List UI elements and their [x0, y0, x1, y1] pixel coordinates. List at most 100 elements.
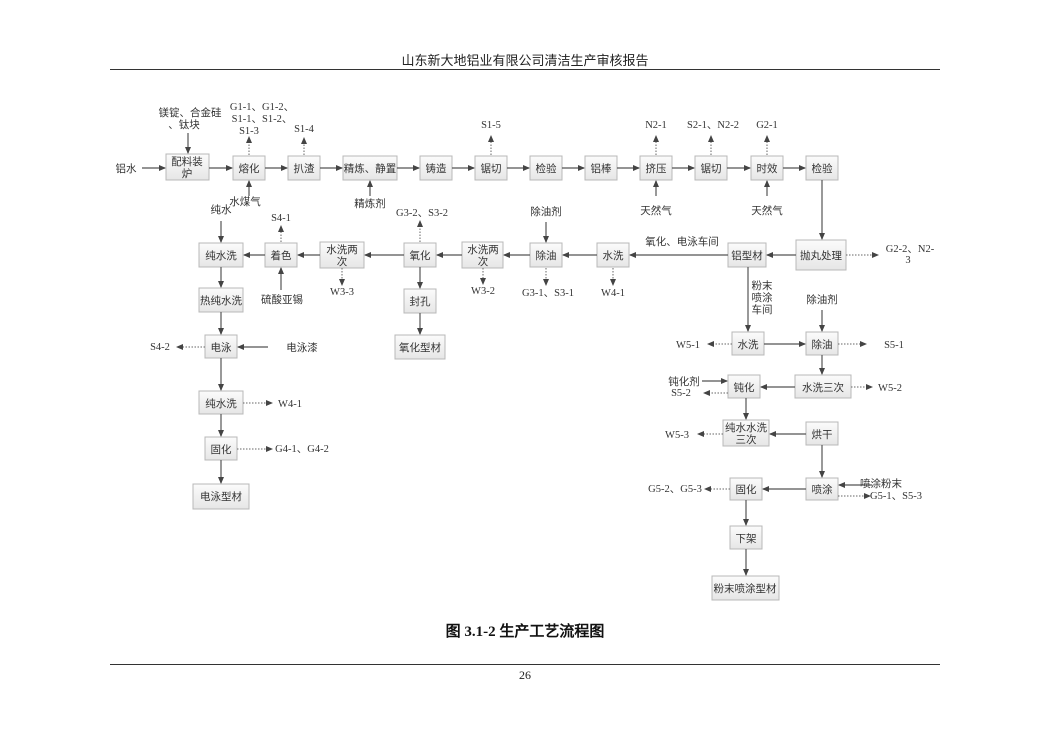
label-g4: G4-1、G4-2 — [275, 444, 329, 455]
node-water-wash-pc: 水洗 — [731, 331, 765, 356]
node-al-profile: 铝型材 — [727, 242, 767, 268]
node-powder-profile: 粉末喷涂型材 — [711, 575, 780, 601]
svg-text:电泳: 电泳 — [211, 341, 232, 354]
emission-arrows — [176, 135, 879, 499]
label-passivator: 钝化剂 — [668, 375, 700, 388]
svg-text:时效: 时效 — [757, 162, 778, 175]
node-wash-three: 水洗三次 — [794, 374, 852, 399]
svg-text:下架: 下架 — [736, 533, 757, 545]
svg-text:喷涂: 喷涂 — [812, 483, 833, 496]
node-curing-ep: 固化 — [204, 436, 238, 461]
svg-text:熔化: 熔化 — [239, 162, 260, 175]
label-w4-1b: W4-1 — [278, 399, 302, 410]
label-spray-powder: 喷涂粉末 — [860, 477, 902, 490]
svg-text:扒渣: 扒渣 — [294, 162, 315, 175]
label-s4-2: S4-2 — [150, 342, 170, 353]
node-hot-pure-wash: 热纯水洗 — [198, 287, 244, 313]
label-w4-1a: W4-1 — [601, 288, 625, 299]
svg-text:固化: 固化 — [211, 443, 232, 456]
svg-text:纯水水洗三次: 纯水水洗三次 — [725, 421, 767, 446]
node-unloading: 下架 — [729, 525, 763, 550]
svg-text:挤压: 挤压 — [646, 162, 667, 175]
node-pure-wash-2: 纯水洗 — [198, 390, 244, 415]
node-inspection-2: 检验 — [805, 155, 839, 181]
label-tin-sulfate: 硫酸亚锡 — [261, 293, 303, 306]
label-s5-2: S5-2 — [671, 388, 691, 399]
svg-text:检验: 检验 — [536, 162, 557, 175]
svg-text:铝棒: 铝棒 — [591, 162, 612, 175]
label-degreaser-1: 除油剂 — [530, 205, 562, 218]
label-g5-1-s5-3: G5-1、S5-3 — [870, 491, 922, 502]
label-w3-3: W3-3 — [330, 287, 354, 298]
svg-text:纯水洗: 纯水洗 — [205, 249, 237, 262]
svg-text:抛丸处理: 抛丸处理 — [800, 249, 842, 262]
flow-arrows — [142, 133, 872, 576]
svg-text:锯切: 锯切 — [701, 162, 722, 175]
svg-text:热纯水洗: 热纯水洗 — [200, 294, 242, 307]
svg-text:粉末喷涂型材: 粉末喷涂型材 — [714, 582, 777, 595]
label-w5-3: W5-3 — [665, 430, 689, 441]
label-ep-paint: 电泳漆 — [286, 341, 318, 354]
svg-text:钝化: 钝化 — [734, 381, 755, 394]
node-shot-blasting: 抛丸处理 — [795, 239, 847, 271]
svg-text:水洗两次: 水洗两次 — [326, 244, 358, 268]
node-electrophoresis: 电泳 — [204, 334, 238, 359]
node-curing-pc: 固化 — [729, 477, 763, 501]
label-g2-2-n2-3: G2-2、N2-3 — [886, 244, 935, 266]
label-ox-ep-workshop: 氧化、电泳车间 — [645, 235, 719, 248]
svg-text:氧化: 氧化 — [410, 249, 431, 262]
label-alloy-inputs: 镁锭、合金硅、钛块 — [159, 106, 222, 131]
label-g3-2-s3-2: G3-2、S3-2 — [396, 208, 448, 219]
label-molten-al: 铝水 — [116, 162, 137, 175]
svg-text:水洗: 水洗 — [738, 339, 759, 351]
label-g2-1: G2-1 — [756, 120, 778, 131]
label-n2-1: N2-1 — [645, 120, 667, 131]
svg-text:水洗: 水洗 — [603, 250, 624, 262]
svg-text:配料装炉: 配料装炉 — [171, 155, 203, 180]
svg-text:氧化型材: 氧化型材 — [399, 341, 441, 354]
label-s5-1: S5-1 — [884, 340, 904, 351]
figure-caption: 图 3.1-2 生产工艺流程图 — [445, 624, 605, 640]
svg-text:水洗三次: 水洗三次 — [802, 381, 844, 394]
node-batching: 配料装炉 — [165, 153, 210, 181]
node-coloring: 着色 — [264, 242, 298, 268]
node-ep-profile: 电泳型材 — [192, 483, 250, 510]
svg-text:铝型材: 铝型材 — [731, 249, 763, 262]
node-wash-twice-1: 水洗两次 — [461, 241, 504, 269]
node-extrusion: 挤压 — [639, 155, 673, 181]
node-wash-twice-2: 水洗两次 — [319, 241, 365, 269]
label-w3-2: W3-2 — [471, 286, 495, 297]
label-g5-2-g5-3: G5-2、G5-3 — [648, 484, 702, 495]
label-s4-1: S4-1 — [271, 213, 291, 224]
node-aging: 时效 — [750, 155, 784, 181]
label-powder-workshop: 粉末喷涂车间 — [752, 279, 773, 316]
node-sawing-2: 锯切 — [694, 155, 728, 181]
page-number: 26 — [519, 668, 531, 682]
node-degrease-pc: 除油 — [805, 331, 839, 356]
node-pure-wash-1: 纯水洗 — [198, 242, 244, 268]
label-water-gas: 水煤气 — [229, 195, 261, 208]
label-natural-gas-1: 天然气 — [640, 204, 672, 217]
svg-text:除油: 除油 — [536, 249, 557, 262]
node-passivation: 钝化 — [727, 374, 761, 399]
node-refining: 精炼、静置 — [342, 155, 398, 181]
svg-text:精炼、静置: 精炼、静置 — [344, 162, 397, 175]
footer-divider — [110, 664, 940, 665]
label-degreaser-2: 除油剂 — [806, 293, 838, 306]
flow-labels: 铝水 镁锭、合金硅、钛块 G1-1、G1-2、S1-1、S1-2、S1-3 水煤… — [116, 102, 935, 502]
node-oxidized-profile: 氧化型材 — [394, 334, 446, 360]
label-s2-1-n2-2: S2-1、N2-2 — [687, 120, 739, 131]
page-header-title: 山东新大地铝业有限公司清洁生产审核报告 — [401, 53, 649, 68]
label-refining-agent: 精炼剂 — [354, 197, 386, 210]
svg-text:电泳型材: 电泳型材 — [200, 490, 242, 503]
node-inspection-1: 检验 — [529, 155, 563, 181]
label-melt-emissions: G1-1、G1-2、S1-1、S1-2、S1-3 — [230, 102, 294, 137]
svg-text:水洗两次: 水洗两次 — [467, 244, 499, 268]
node-spraying: 喷涂 — [805, 477, 839, 501]
node-water-wash-ox: 水洗 — [596, 242, 630, 268]
header-divider — [110, 69, 940, 70]
svg-text:纯水洗: 纯水洗 — [205, 397, 237, 410]
label-w5-2: W5-2 — [878, 383, 902, 394]
svg-text:烘干: 烘干 — [812, 429, 833, 441]
node-sawing-1: 锯切 — [474, 155, 508, 181]
